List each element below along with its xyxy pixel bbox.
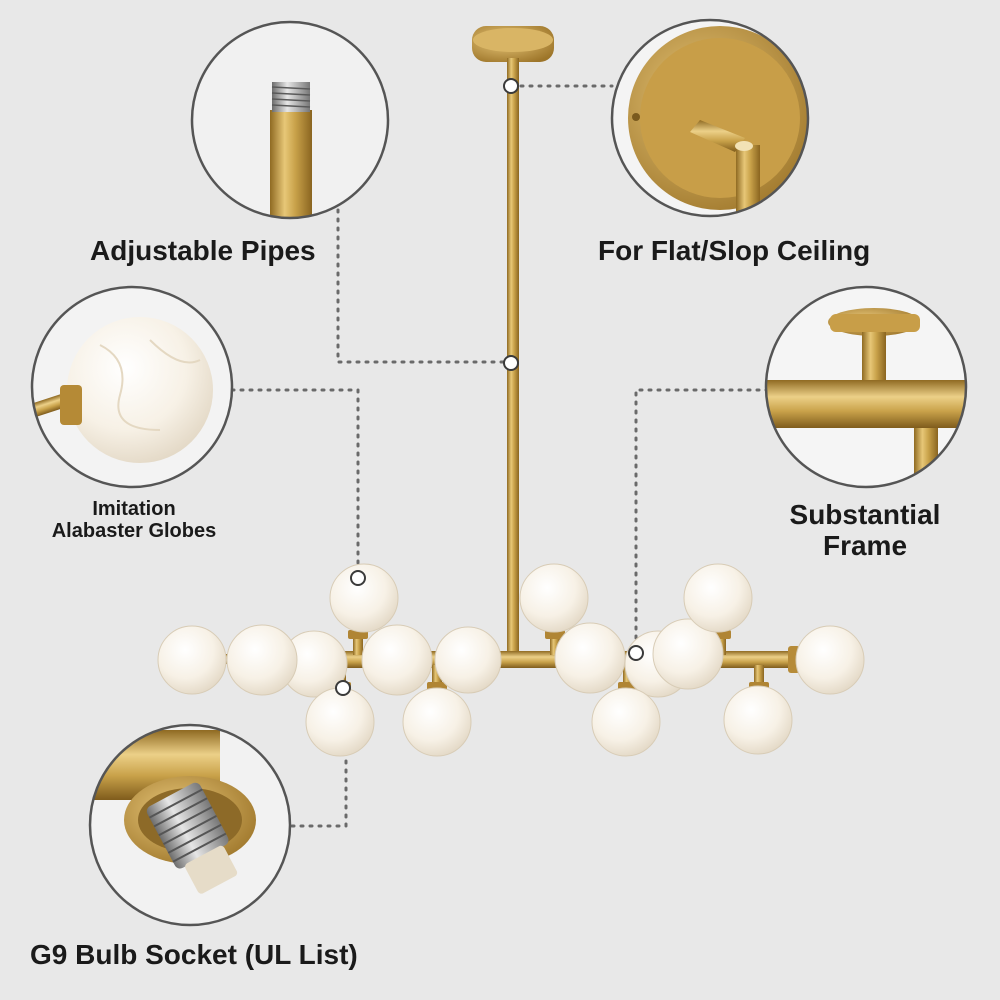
- label-ceiling: For Flat/Slop Ceiling: [598, 235, 871, 266]
- dot-frame: [628, 645, 644, 661]
- chandelier-globes: [157, 563, 865, 757]
- leader-dots: [335, 78, 644, 696]
- dot-globes: [350, 570, 366, 586]
- globe: [305, 687, 375, 757]
- globe: [795, 625, 865, 695]
- dot-socket: [335, 680, 351, 696]
- dot-pipes: [503, 355, 519, 371]
- label-globes-line2: Alabaster Globes: [51, 520, 217, 542]
- callout-frame-detail: [764, 285, 968, 489]
- dot-ceiling: [503, 78, 519, 94]
- leader-frame: [634, 388, 770, 652]
- callout-pipe-detail: [190, 20, 390, 220]
- globe: [591, 687, 661, 757]
- globe: [434, 626, 502, 694]
- label-globes: Imitation Alabaster Globes: [40, 498, 228, 542]
- leader-globes: [230, 388, 360, 568]
- label-socket: G9 Bulb Socket (UL List): [30, 939, 358, 970]
- leader-pipes: [336, 208, 512, 364]
- globe: [554, 622, 626, 694]
- globe: [519, 563, 589, 633]
- callout-globe-detail: [30, 285, 234, 489]
- globe: [361, 624, 433, 696]
- globe: [723, 685, 793, 755]
- globe: [329, 563, 399, 633]
- globe: [652, 618, 724, 690]
- label-frame: Substantial Frame: [780, 499, 950, 562]
- globe: [157, 625, 227, 695]
- globe: [226, 624, 298, 696]
- label-adjustable-pipes: Adjustable Pipes: [90, 235, 316, 266]
- chandelier-stem: [472, 26, 554, 658]
- label-frame-line2: Frame: [822, 529, 908, 561]
- callout-canopy-detail: [610, 18, 810, 218]
- globe: [402, 687, 472, 757]
- callout-socket-detail: [88, 723, 292, 927]
- label-globes-line1: Imitation: [92, 498, 176, 520]
- globe: [683, 563, 753, 633]
- label-frame-line1: Substantial: [789, 499, 941, 530]
